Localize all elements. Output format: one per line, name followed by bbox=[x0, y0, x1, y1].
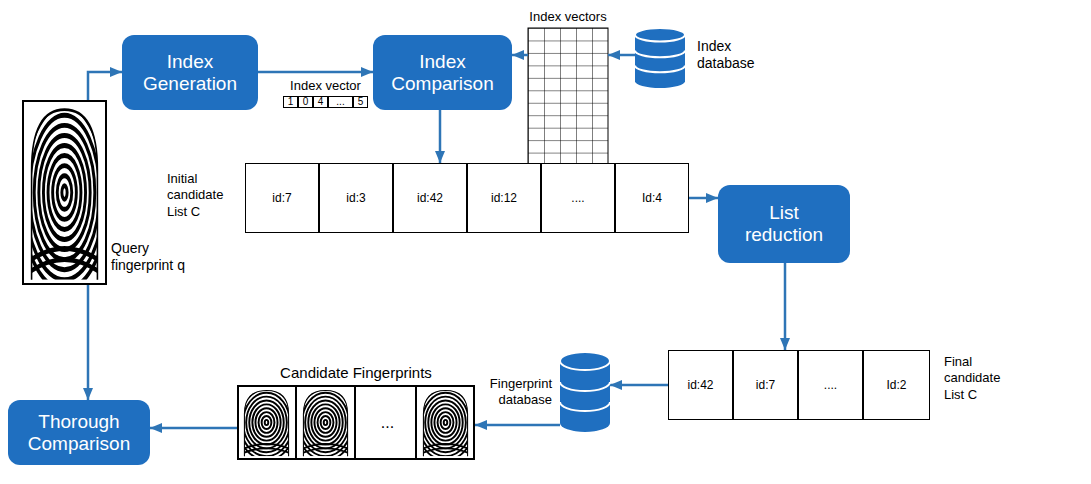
process-box: Index Comparison bbox=[373, 35, 512, 110]
node-label: 1 bbox=[288, 97, 294, 107]
flow-arrow bbox=[608, 54, 635, 57]
flow-arrow bbox=[784, 263, 787, 350]
node-label: Id:2 bbox=[886, 378, 906, 392]
candidate-list: Final candidate List Cid:42id:7....Id:2 bbox=[668, 350, 930, 420]
candidate-fingerprint-image bbox=[296, 385, 355, 460]
list-cell: id:7 bbox=[733, 350, 798, 420]
node-label: id:42 bbox=[687, 378, 713, 392]
flow-arrow bbox=[610, 384, 668, 387]
list-cell: Id:2 bbox=[863, 350, 930, 420]
candidate-list: Initial candidate List Cid:7id:3id:42id:… bbox=[245, 163, 689, 233]
node-label: Query fingerprint q bbox=[111, 240, 201, 274]
flow-arrow bbox=[475, 424, 560, 427]
list-cell: id:7 bbox=[245, 163, 319, 233]
database-cylinder: Index database bbox=[635, 28, 685, 88]
list-cell: id:3 bbox=[319, 163, 393, 233]
database-cylinder: Fingerprint database bbox=[560, 352, 610, 432]
node-label: 0 bbox=[303, 97, 309, 107]
flow-arrow bbox=[439, 110, 442, 163]
candidate-fingerprint-image bbox=[416, 385, 475, 460]
list-cell: id:12 bbox=[467, 163, 541, 233]
node-label: Index database bbox=[697, 38, 777, 72]
node-label: 5 bbox=[358, 97, 364, 107]
candidate-fingerprint-image bbox=[237, 385, 296, 460]
flow-arrow bbox=[258, 71, 373, 74]
index-vector: Index vector104...5 bbox=[283, 78, 368, 108]
node-label: ... bbox=[336, 97, 344, 107]
vector-cell: 0 bbox=[298, 96, 313, 108]
vector-cell: ... bbox=[328, 96, 353, 108]
process-box: List reduction bbox=[718, 185, 850, 263]
node-label: id:3 bbox=[346, 191, 365, 205]
node-label: List reduction bbox=[736, 202, 832, 246]
strip-dividers bbox=[296, 385, 416, 460]
flow-arrow bbox=[87, 285, 90, 400]
node-label: .... bbox=[571, 191, 584, 205]
vector-cell: 4 bbox=[313, 96, 328, 108]
candidate-strip: Candidate Fingerprints... bbox=[237, 385, 475, 460]
node-label: Initial candidate List C bbox=[167, 171, 237, 220]
node-label: .... bbox=[824, 378, 837, 392]
flow-arrow bbox=[150, 427, 237, 430]
list-cell: Id:4 bbox=[615, 163, 689, 233]
list-cell: .... bbox=[798, 350, 863, 420]
flow-arrow bbox=[512, 54, 528, 57]
process-box: Index Generation bbox=[122, 35, 258, 110]
vector-cell: 5 bbox=[353, 96, 368, 108]
node-label: ... bbox=[357, 387, 418, 458]
node-label: id:42 bbox=[417, 191, 443, 205]
node-label: 4 bbox=[318, 97, 324, 107]
node-label: Fingerprint database bbox=[462, 376, 552, 407]
list-cell: id:42 bbox=[393, 163, 467, 233]
flow-arrow bbox=[689, 197, 718, 200]
vector-cell: 1 bbox=[283, 96, 298, 108]
node-label: Thorough Comparison bbox=[26, 411, 132, 455]
node-label: id:7 bbox=[756, 378, 775, 392]
node-label: id:12 bbox=[491, 191, 517, 205]
cylinder-shape bbox=[560, 352, 610, 432]
node-label: Index vectors bbox=[508, 9, 628, 24]
flow-arrow bbox=[88, 72, 122, 100]
cylinder-shape bbox=[635, 28, 685, 88]
node-label: Final candidate List C bbox=[944, 354, 1014, 403]
node-label: id:7 bbox=[272, 191, 291, 205]
node-label: Index vector bbox=[273, 78, 378, 93]
list-cell: id:42 bbox=[668, 350, 733, 420]
node-label: Candidate Fingerprints bbox=[239, 364, 473, 381]
query-fingerprint: Query fingerprint q bbox=[22, 100, 107, 285]
process-box: Thorough Comparison bbox=[8, 400, 150, 465]
node-label: Index Generation bbox=[140, 51, 240, 95]
list-cell: .... bbox=[541, 163, 615, 233]
node-label: Id:4 bbox=[642, 191, 662, 205]
node-label: Index Comparison bbox=[391, 51, 494, 95]
query-fingerprint-image bbox=[20, 95, 108, 290]
